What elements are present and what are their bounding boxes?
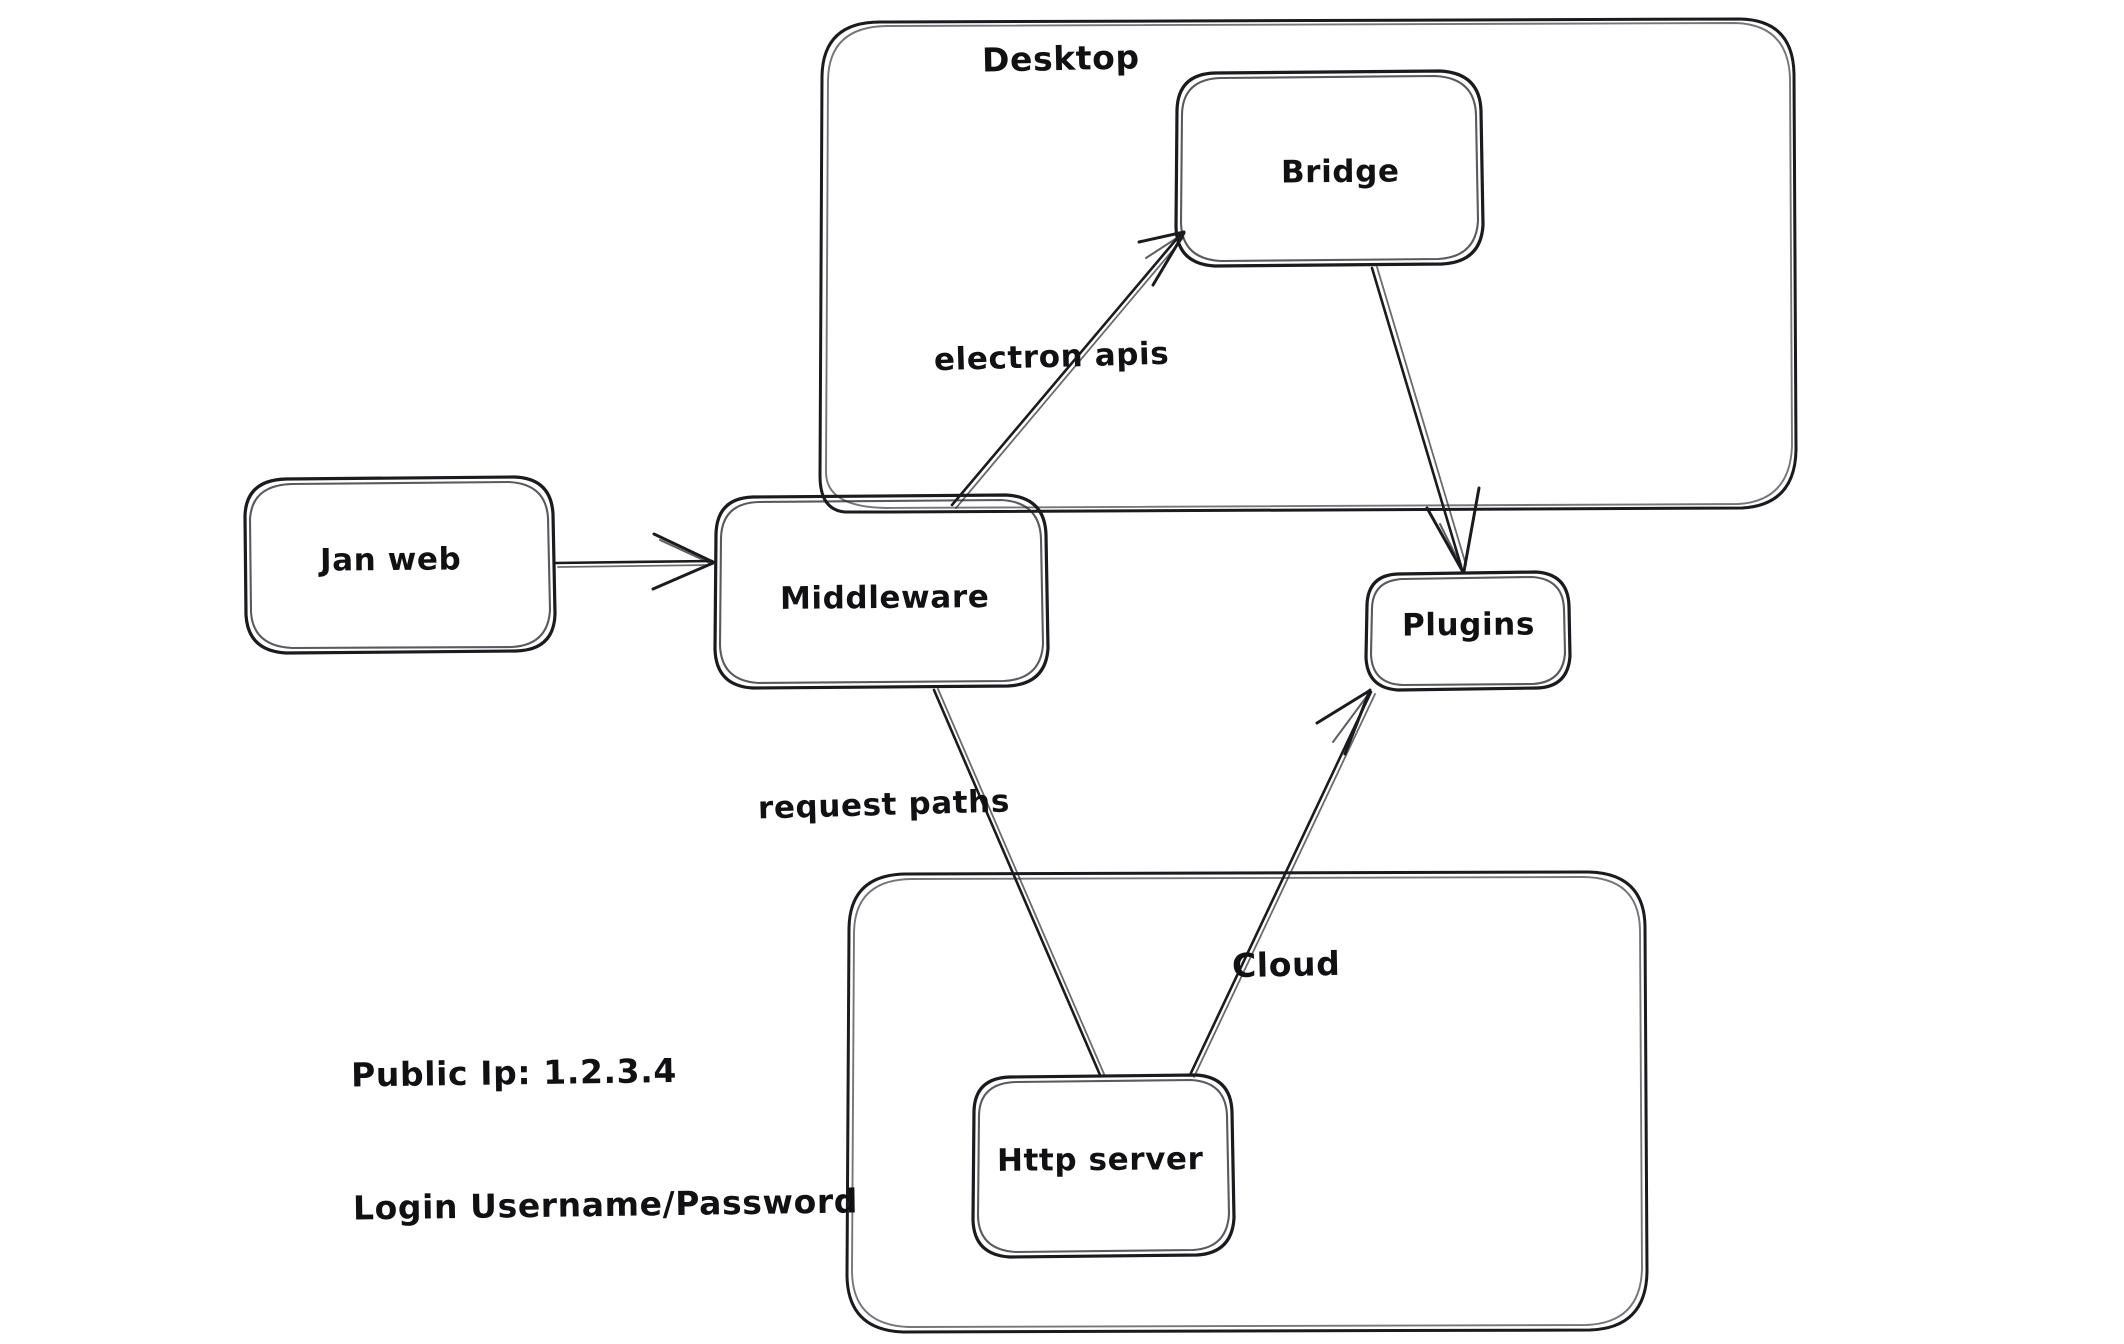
node-jan-web-outline <box>243 475 557 655</box>
note-public-ip: Public Ip: 1.2.3.4 <box>350 1051 678 1095</box>
edge-middleware-httpserver <box>932 688 1105 1077</box>
note-connection-details: Public Ip: 1.2.3.4 Login Username/Passwo… <box>350 958 860 1319</box>
group-label-desktop: Desktop <box>981 37 1141 80</box>
node-label-middleware[interactable]: Middleware <box>779 579 990 617</box>
node-plugins-outline <box>1364 570 1572 692</box>
group-cloud-outline <box>845 870 1649 1334</box>
edge-middleware-bridge <box>950 230 1186 509</box>
node-http-server-outline <box>971 1073 1236 1259</box>
node-label-http-server[interactable]: Http server <box>996 1141 1204 1179</box>
node-bridge-outline <box>1174 69 1485 268</box>
node-label-jan-web[interactable]: Jan web <box>319 541 462 579</box>
note-login: Login Username/Password <box>352 1181 859 1228</box>
node-label-plugins[interactable]: Plugins <box>1401 606 1536 644</box>
node-label-bridge[interactable]: Bridge <box>1280 153 1400 191</box>
node-middleware-outline <box>713 493 1050 690</box>
edge-janweb-middleware <box>554 532 715 591</box>
edge-bridge-plugins <box>1370 266 1481 574</box>
group-label-cloud: Cloud <box>1231 943 1341 986</box>
edge-label-electron-apis: electron apis <box>933 335 1170 379</box>
group-desktop-outline <box>818 17 1798 514</box>
edge-label-request-paths: request paths <box>757 783 1011 827</box>
edge-httpserver-plugins <box>1188 688 1376 1078</box>
